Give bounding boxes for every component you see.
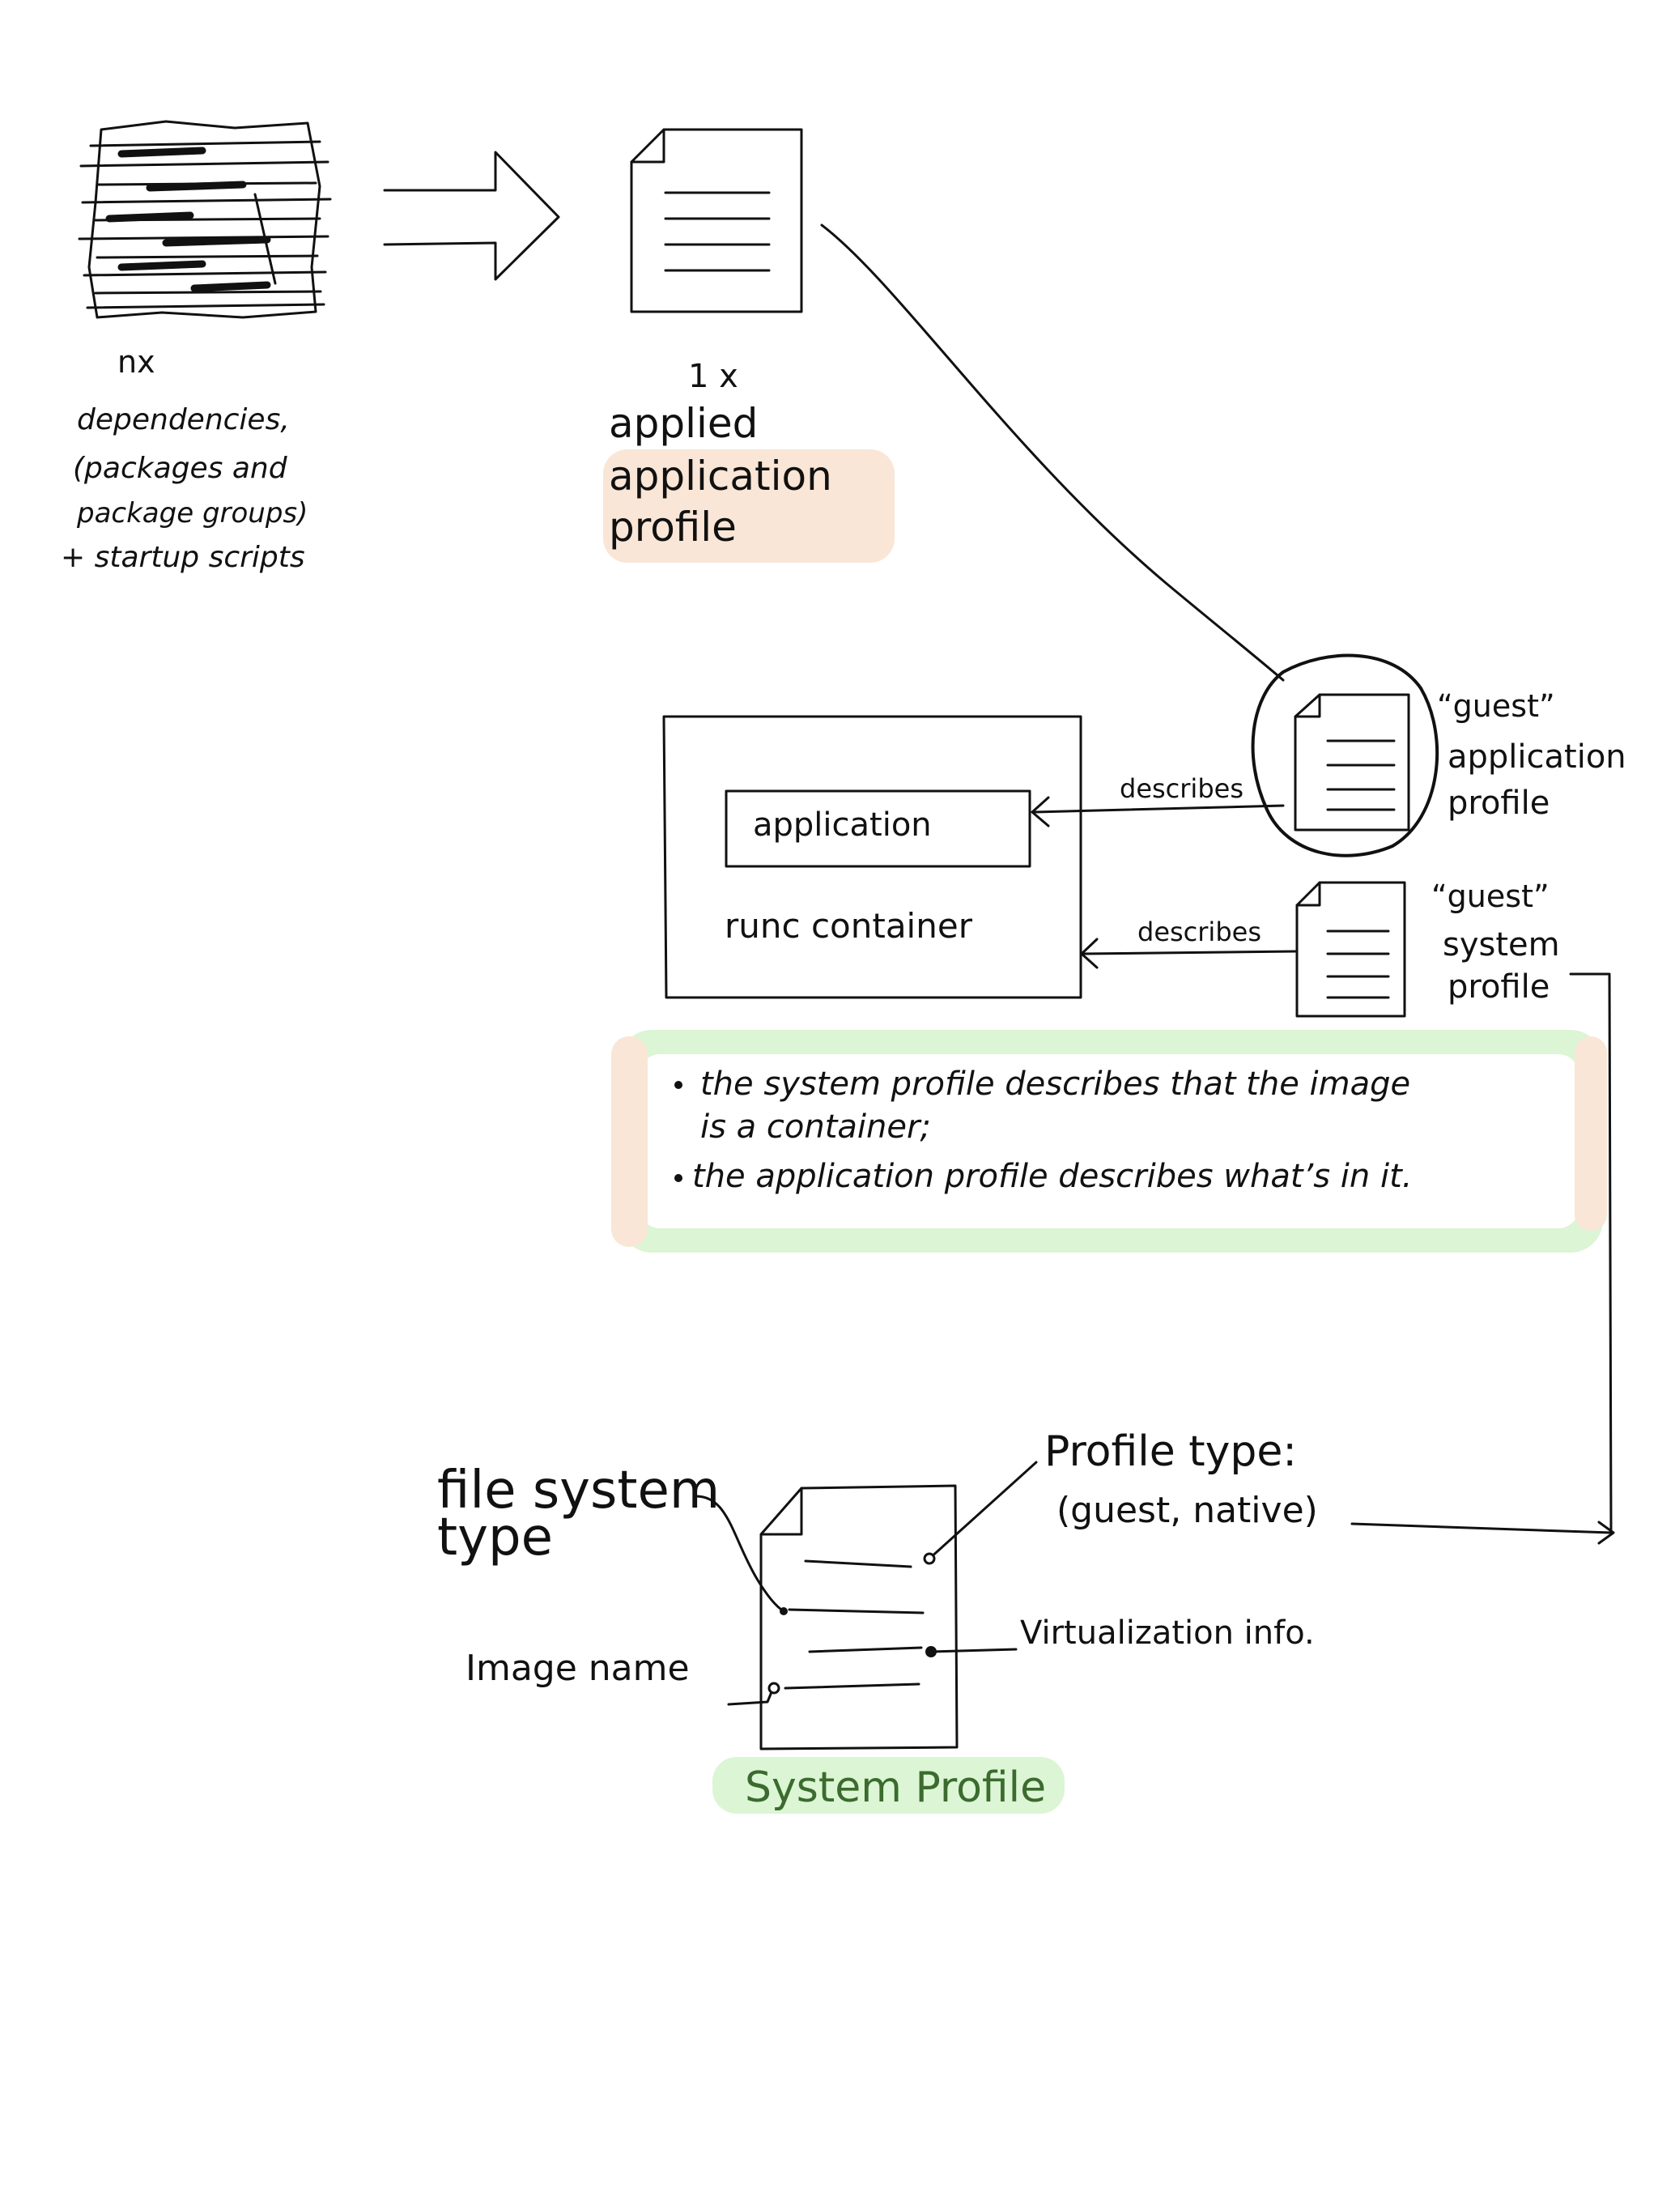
note-bullet1-line1: the system profile describes that the im… (700, 1066, 1410, 1103)
bullet-icon (674, 1174, 682, 1182)
guest-app-label-line1: “guest” (1437, 688, 1555, 724)
applied-profile-document-icon (630, 128, 803, 313)
guest-system-profile-document-icon (1295, 881, 1406, 1018)
profile-link-curve (820, 223, 1285, 682)
virtualization-dot (925, 1646, 937, 1657)
stack-label-line1: dependencies, (77, 403, 290, 436)
applied-label-line3: profile (609, 504, 737, 551)
guest-app-label-line2: application (1448, 738, 1626, 776)
applied-count-label: 1 x (688, 358, 738, 395)
applied-profile-highlight (603, 449, 895, 563)
image-name-dot (767, 1682, 780, 1695)
notes-highlight-orange-left (611, 1036, 648, 1247)
runc-container-label: runc container (725, 906, 973, 946)
stack-label-line4: + startup scripts (61, 541, 305, 574)
application-box (725, 789, 1031, 868)
guest-app-label-line3: profile (1448, 785, 1550, 822)
note-bullet2: the application profile describes what’s… (692, 1158, 1412, 1195)
describes-app-arrow (1031, 796, 1285, 827)
application-box-label: application (753, 806, 932, 844)
transform-arrow (383, 151, 560, 281)
guest-system-label-line2: system (1443, 926, 1560, 963)
runc-container-box (662, 715, 1082, 999)
profile-type-line1: Profile type: (1044, 1427, 1297, 1476)
profile-type-dot (923, 1552, 936, 1565)
fs-type-dot (780, 1607, 788, 1615)
guest-application-profile-circle (1251, 653, 1439, 857)
stack-label-line3: package groups) (76, 497, 308, 530)
applied-label-line1: applied (609, 400, 758, 447)
guest-application-profile-document-icon (1294, 693, 1410, 832)
guest-system-label-line1: “guest” (1431, 878, 1550, 914)
virtualization-callout (929, 1648, 1018, 1653)
virtualization-label: Virtualization info. (1020, 1614, 1315, 1652)
paper-stack-icon (78, 120, 332, 319)
guest-system-label-line3: profile (1448, 968, 1550, 1006)
describes-system-label: describes (1137, 917, 1261, 947)
fs-type-callout (695, 1495, 785, 1613)
note-bullet1-line2: is a container; (700, 1108, 931, 1146)
system-profile-document-icon (759, 1484, 959, 1750)
system-profile-title: System Profile (745, 1763, 1046, 1812)
profile-type-line2: (guest, native) (1056, 1490, 1318, 1531)
fs-type-line1: file system (437, 1461, 720, 1521)
system-profile-title-highlight (712, 1757, 1065, 1814)
fs-type-line2: type (437, 1508, 553, 1568)
system-profile-connector (1350, 972, 1615, 1545)
image-name-label: Image name (466, 1648, 690, 1689)
describes-system-arrow (1080, 938, 1297, 969)
describes-app-label: describes (1120, 773, 1244, 804)
notes-highlight-orange-right (1575, 1036, 1607, 1231)
stack-label-line2: (packages and (73, 452, 288, 485)
bullet-icon (674, 1081, 682, 1089)
profile-type-callout (928, 1461, 1038, 1560)
stack-count-label: nx (117, 344, 155, 380)
applied-label-line2: application (609, 453, 832, 500)
notes-highlight-inner (640, 1054, 1579, 1228)
